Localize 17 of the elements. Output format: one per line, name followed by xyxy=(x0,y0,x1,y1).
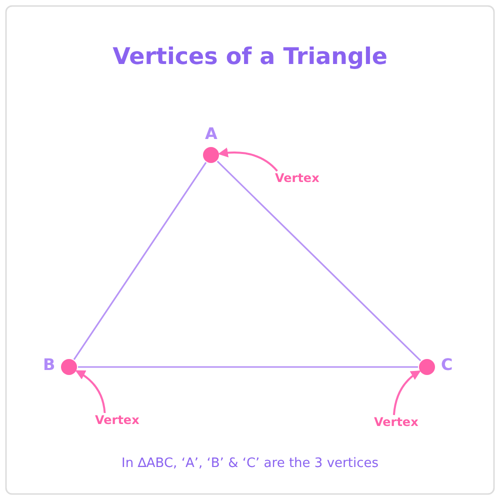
arrow xyxy=(75,370,106,414)
vertex-dot xyxy=(61,359,77,375)
triangle-side xyxy=(73,162,207,360)
vertex-letter: A xyxy=(205,124,218,143)
arrow xyxy=(218,148,278,172)
triangle-side xyxy=(78,366,418,368)
vertex-label: Vertex xyxy=(374,415,418,429)
vertex-label: Vertex xyxy=(95,413,140,427)
caption: In ∆ABC, ‘A’, ‘B’ & ‘C’ are the 3 vertices xyxy=(120,456,380,471)
vertex-letter: C xyxy=(441,355,453,374)
arrow xyxy=(392,370,421,416)
vertex-letter: B xyxy=(43,355,56,374)
vertex-label: Vertex xyxy=(275,171,320,185)
title: Vertices of a Triangle xyxy=(112,44,388,70)
triangle-side xyxy=(216,160,422,362)
vertex-dot xyxy=(419,359,435,375)
vertex-dot xyxy=(203,147,219,163)
